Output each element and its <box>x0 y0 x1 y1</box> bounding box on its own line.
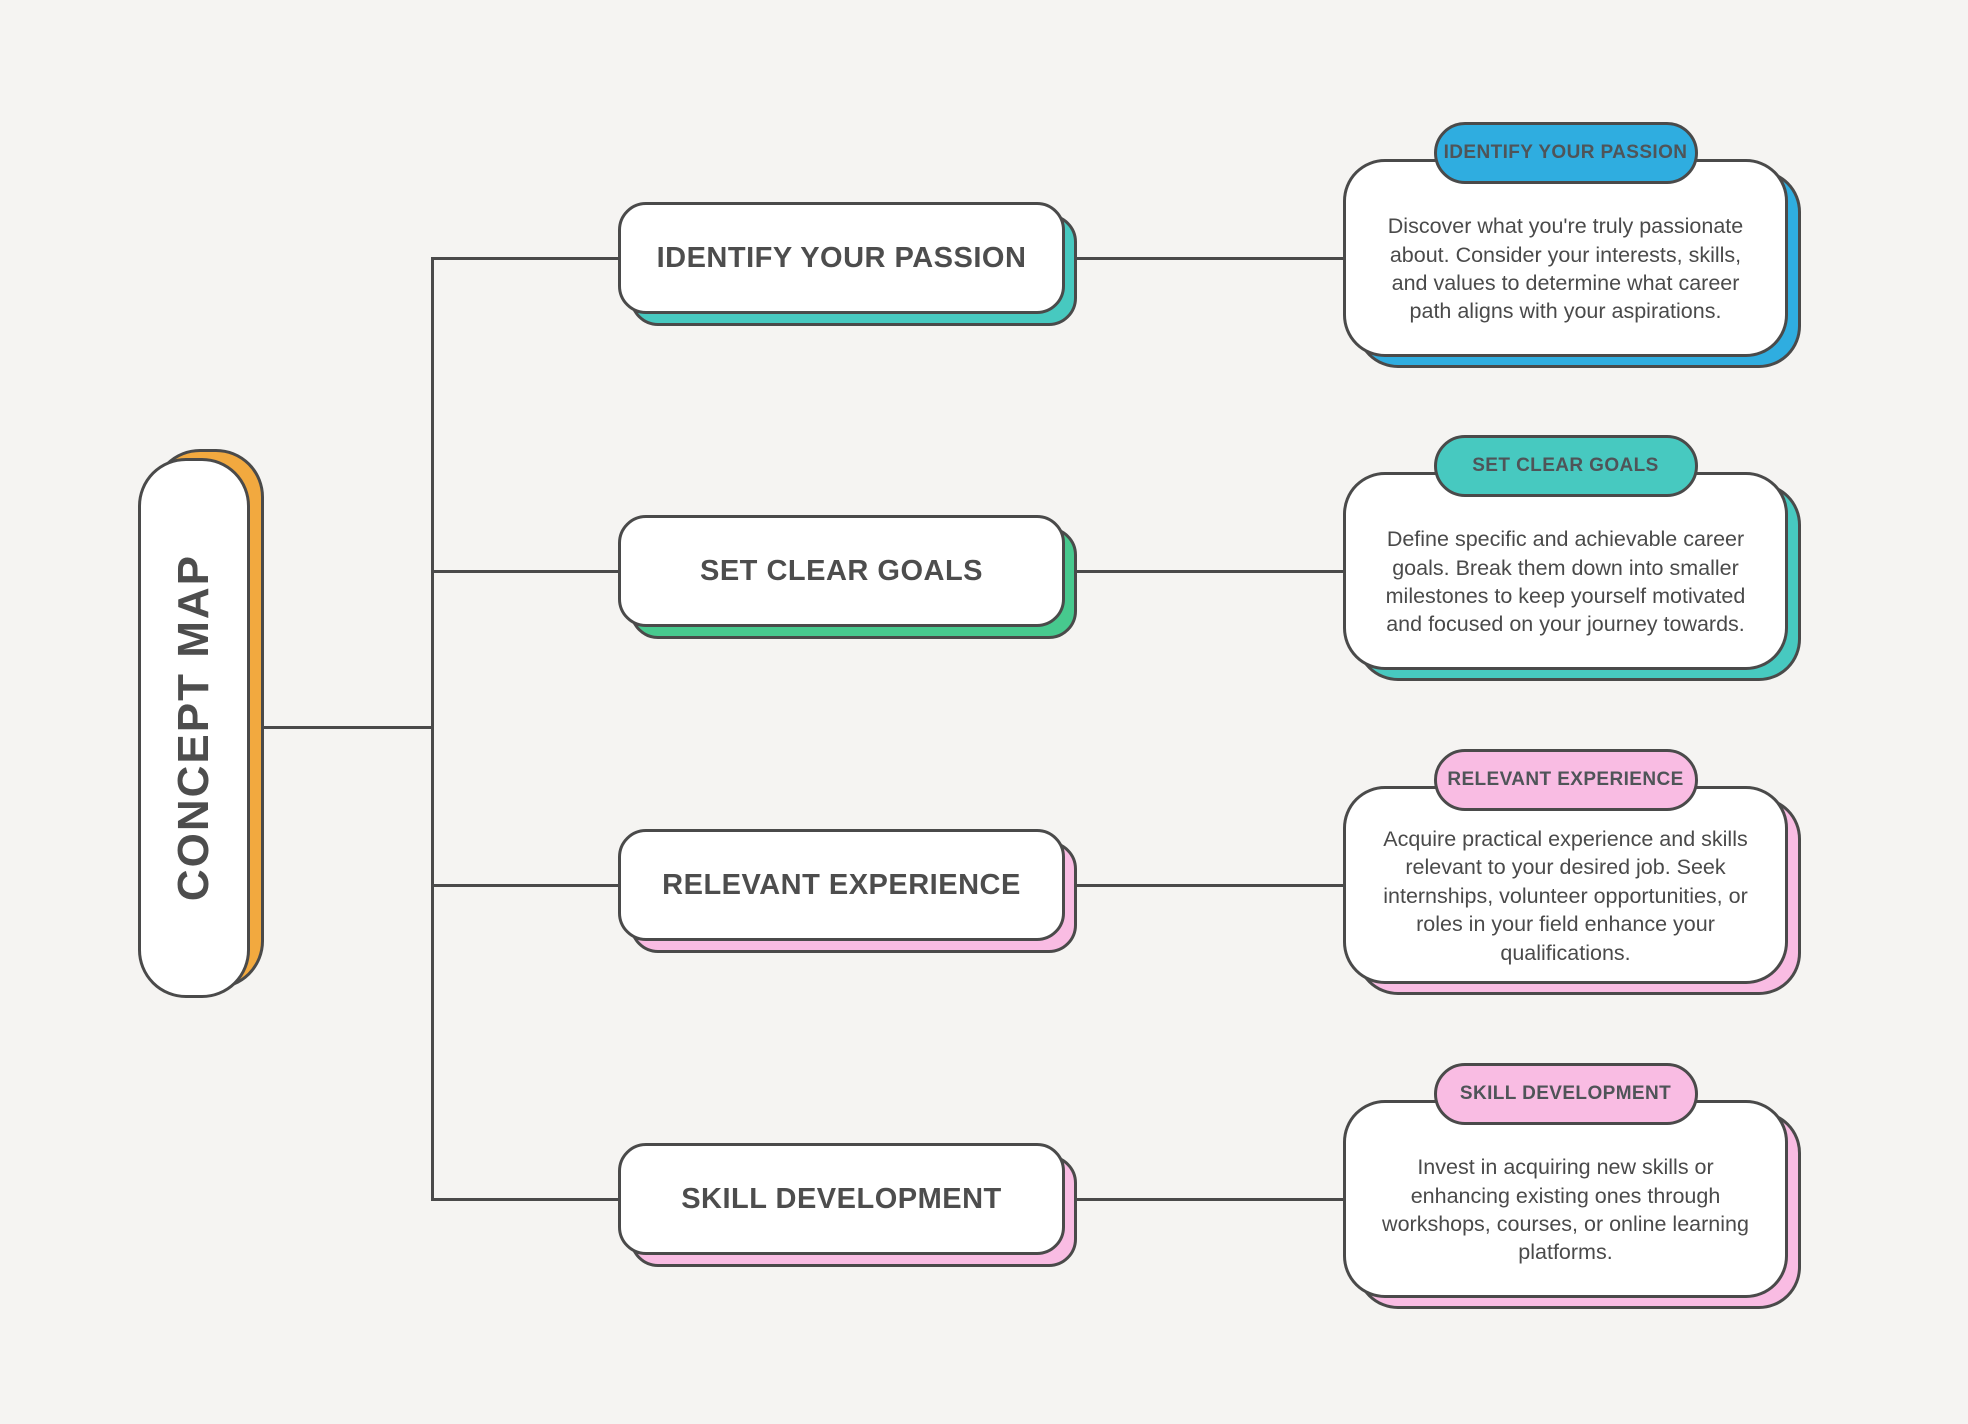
topic-node-body: SET CLEAR GOALS <box>618 515 1065 627</box>
detail-card-body: Discover what you're truly passionate ab… <box>1343 159 1788 357</box>
detail-card-pill: SET CLEAR GOALS <box>1433 435 1698 497</box>
detail-card-pill: RELEVANT EXPERIENCE <box>1433 749 1698 811</box>
detail-card-pill-label: SET CLEAR GOALS <box>1472 455 1659 476</box>
detail-card-body: Define specific and achievable career go… <box>1343 472 1788 670</box>
connector-detail-relevant-experience <box>1063 884 1344 887</box>
topic-node-skill-development: SKILL DEVELOPMENT <box>618 1143 1077 1267</box>
topic-node-identify-your-passion: IDENTIFY YOUR PASSION <box>618 202 1077 326</box>
topic-node-body: RELEVANT EXPERIENCE <box>618 829 1065 941</box>
connector-branch-identify-your-passion <box>431 257 619 260</box>
topic-node-label: RELEVANT EXPERIENCE <box>662 868 1021 901</box>
root-node-concept-map: CONCEPT MAP <box>138 449 264 998</box>
topic-node-label: SKILL DEVELOPMENT <box>681 1182 1002 1215</box>
detail-card-relevant-experience: Acquire practical experience and skills … <box>1343 749 1801 995</box>
connector-root <box>256 726 434 729</box>
detail-card-body: Acquire practical experience and skills … <box>1343 786 1788 984</box>
detail-card-identify-your-passion: Discover what you're truly passionate ab… <box>1343 122 1801 368</box>
topic-node-relevant-experience: RELEVANT EXPERIENCE <box>618 829 1077 953</box>
topic-node-set-clear-goals: SET CLEAR GOALS <box>618 515 1077 639</box>
detail-card-pill-label: SKILL DEVELOPMENT <box>1459 1083 1672 1104</box>
detail-card-description: Acquire practical experience and skills … <box>1383 827 1748 965</box>
topic-node-label: IDENTIFY YOUR PASSION <box>656 241 1027 274</box>
detail-card-pill-label: IDENTIFY YOUR PASSION <box>1443 142 1688 163</box>
connector-trunk <box>431 258 434 1201</box>
root-node-label: CONCEPT MAP <box>169 554 218 902</box>
detail-card-body: Invest in acquiring new skills or enhanc… <box>1343 1100 1788 1298</box>
connector-detail-set-clear-goals <box>1063 570 1344 573</box>
detail-card-pill: IDENTIFY YOUR PASSION <box>1433 122 1698 184</box>
detail-card-skill-development: Invest in acquiring new skills or enhanc… <box>1343 1063 1801 1309</box>
topic-node-body: SKILL DEVELOPMENT <box>618 1143 1065 1255</box>
connector-detail-skill-development <box>1063 1198 1344 1201</box>
topic-node-label: SET CLEAR GOALS <box>699 554 983 587</box>
detail-card-pill: SKILL DEVELOPMENT <box>1433 1063 1698 1125</box>
detail-card-pill-label: RELEVANT EXPERIENCE <box>1447 769 1684 790</box>
connector-branch-relevant-experience <box>431 884 619 887</box>
detail-card-set-clear-goals: Define specific and achievable career go… <box>1343 435 1801 681</box>
connector-branch-skill-development <box>431 1198 619 1201</box>
detail-card-description: Invest in acquiring new skills or enhanc… <box>1382 1155 1749 1265</box>
detail-card-description: Discover what you're truly passionate ab… <box>1387 214 1744 324</box>
connector-detail-identify-your-passion <box>1063 257 1344 260</box>
root-node-body: CONCEPT MAP <box>138 458 250 998</box>
detail-card-description: Define specific and achievable career go… <box>1385 527 1746 637</box>
topic-node-body: IDENTIFY YOUR PASSION <box>618 202 1065 314</box>
connector-branch-set-clear-goals <box>431 570 619 573</box>
